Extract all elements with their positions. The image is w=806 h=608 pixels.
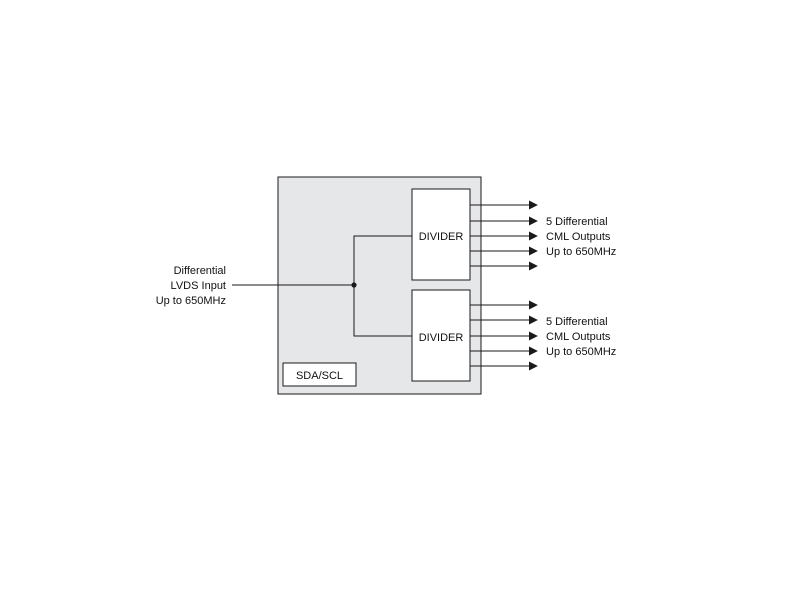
- divider-label-top: DIVIDER: [419, 231, 464, 243]
- sda-scl-box: [282, 362, 357, 387]
- output-label-top-line-2: CML Outputs: [546, 231, 611, 243]
- input-label-line-2: LVDS Input: [171, 280, 226, 292]
- sda-scl-label: SDA/SCL: [296, 370, 343, 382]
- output-label-top-line-3: Up to 650MHz: [546, 246, 616, 258]
- output-label-top-line-1: 5 Differential: [546, 216, 608, 228]
- input-label-line-1: Differential: [174, 265, 226, 277]
- divider-box-top: [411, 188, 471, 281]
- output-label-bottom-line-1: 5 Differential: [546, 316, 608, 328]
- divider-box-bottom: [411, 289, 471, 382]
- divider-top-output-arrows: [470, 200, 538, 271]
- output-label-bottom-line-3: Up to 650MHz: [546, 346, 616, 358]
- input-branch-wire: [353, 235, 412, 337]
- output-label-bottom-line-2: CML Outputs: [546, 331, 611, 343]
- divider-label-bottom: DIVIDER: [419, 332, 464, 344]
- input-label-line-3: Up to 650MHz: [156, 295, 226, 307]
- divider-bottom-output-arrows: [470, 300, 538, 371]
